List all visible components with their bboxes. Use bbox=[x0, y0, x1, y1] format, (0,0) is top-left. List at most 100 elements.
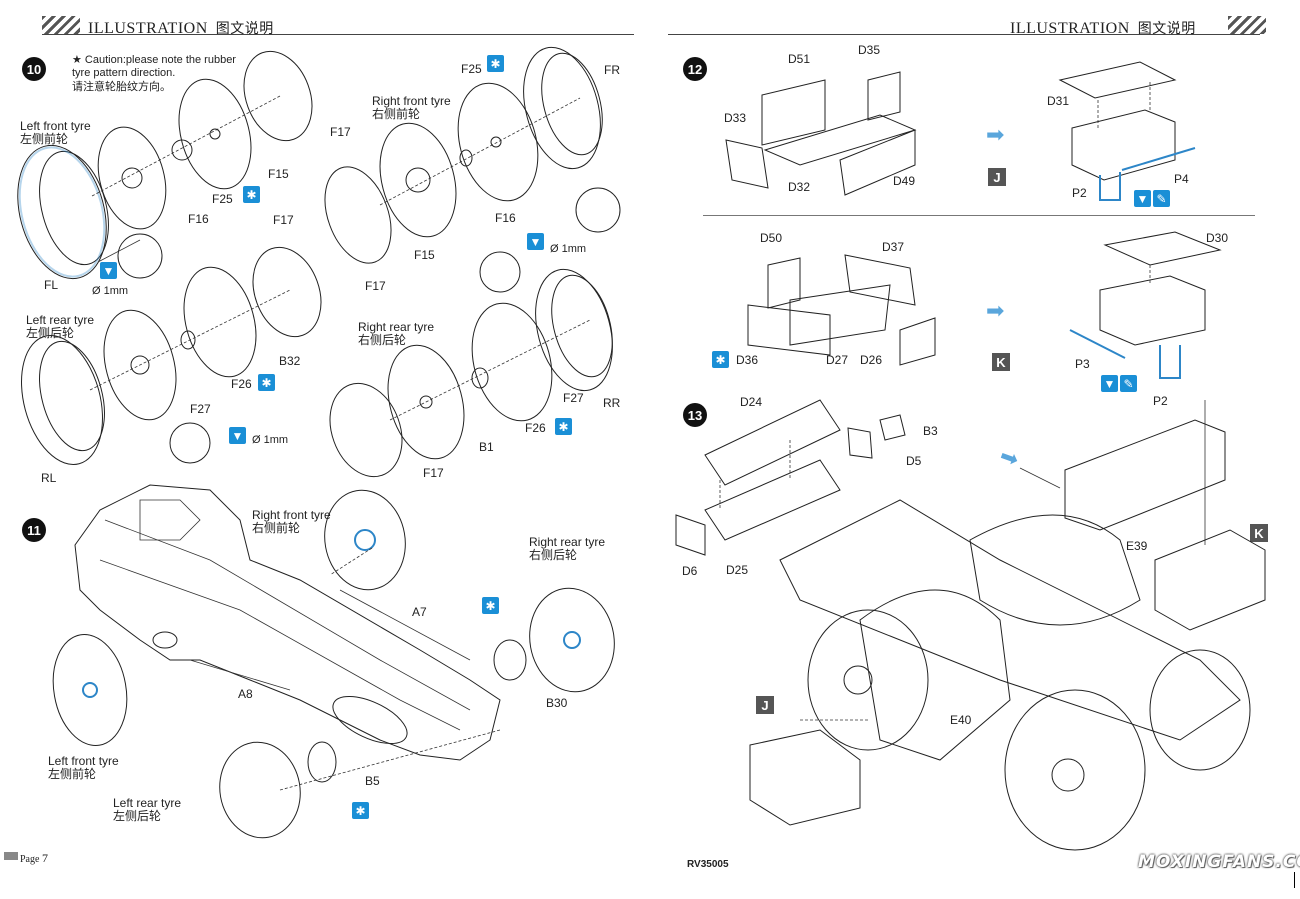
part-label: D24 bbox=[740, 395, 763, 409]
section-divider bbox=[703, 215, 1255, 216]
part-label: F15 bbox=[414, 248, 435, 262]
part-label: D6 bbox=[682, 564, 698, 578]
cement-icon: ✱ bbox=[712, 351, 729, 368]
part-label: D36 bbox=[736, 353, 759, 367]
part-label: D30 bbox=[1206, 231, 1229, 245]
part-label: B3 bbox=[923, 424, 938, 438]
part-label: D25 bbox=[726, 563, 749, 577]
step-10-badge: 10 bbox=[22, 57, 46, 81]
part-label: RL bbox=[41, 471, 57, 485]
cement-icon: ✱ bbox=[243, 186, 260, 203]
step-13-badge: 13 bbox=[683, 403, 707, 427]
part-label: F17 bbox=[330, 125, 351, 139]
drill-size-label: Ø 1mm bbox=[252, 434, 289, 446]
paint-icon: ✎ bbox=[1120, 375, 1137, 392]
part-label: B5 bbox=[365, 774, 380, 788]
part-label: F17 bbox=[423, 466, 444, 480]
part-label: B1 bbox=[479, 440, 494, 454]
part-label: D27 bbox=[826, 353, 849, 367]
right-front-tyre-drawing bbox=[324, 46, 621, 264]
sub-assembly-j-tag: J bbox=[988, 168, 1006, 186]
page-marker bbox=[4, 852, 18, 860]
part-label: F16 bbox=[495, 211, 516, 225]
step-11-badge: 11 bbox=[22, 518, 46, 542]
part-label: D33 bbox=[724, 111, 747, 125]
drill-icon: ▼ bbox=[100, 262, 117, 279]
part-label: A8 bbox=[238, 687, 253, 701]
drill-size-label: Ø 1mm bbox=[92, 285, 129, 297]
part-label: D51 bbox=[788, 52, 811, 66]
part-label: F26 bbox=[525, 421, 546, 435]
arrow-right-icon: ➡ bbox=[986, 298, 1005, 323]
drill-icon: ▼ bbox=[527, 233, 544, 250]
paint-icon: ✎ bbox=[1153, 190, 1170, 207]
part-label: F15 bbox=[268, 167, 289, 181]
cement-icon: ✱ bbox=[352, 802, 369, 819]
part-label: D37 bbox=[882, 240, 905, 254]
cement-icon: ✱ bbox=[482, 597, 499, 614]
part-label: E39 bbox=[1126, 539, 1148, 553]
header-stripes-left bbox=[42, 16, 80, 34]
part-label: D31 bbox=[1047, 94, 1070, 108]
part-label: A7 bbox=[412, 605, 427, 619]
header-rule-left bbox=[42, 34, 634, 35]
vehicle-drawing bbox=[675, 399, 1266, 851]
part-label: FL bbox=[44, 278, 59, 292]
watermark: MOXINGFANS.COM bbox=[1138, 852, 1300, 872]
part-label: B32 bbox=[279, 354, 301, 368]
part-label: P2 bbox=[1153, 394, 1168, 408]
part-label: D26 bbox=[860, 353, 883, 367]
box-j-drawing bbox=[725, 61, 1196, 201]
cement-icon: ✱ bbox=[487, 55, 504, 72]
part-label: D49 bbox=[893, 174, 916, 188]
cement-icon: ✱ bbox=[555, 418, 572, 435]
header-title-en: ILLUSTRATION bbox=[88, 20, 208, 37]
chassis-drawing bbox=[52, 484, 615, 839]
step-12-badge: 12 bbox=[683, 57, 707, 81]
part-label: F26 bbox=[231, 377, 252, 391]
part-label: P2 bbox=[1072, 186, 1087, 200]
header-title-cn: 图文说明 bbox=[1137, 21, 1196, 37]
left-rear-tyre-drawing bbox=[21, 246, 322, 466]
left-front-tyre-drawing bbox=[17, 50, 313, 280]
part-label: F25 bbox=[461, 62, 482, 76]
part-label: D32 bbox=[788, 180, 811, 194]
sub-assembly-k-tag: K bbox=[992, 353, 1010, 371]
drill-icon: ▼ bbox=[1134, 190, 1151, 207]
part-label: D5 bbox=[906, 454, 922, 468]
sub-assembly-k-tag: K bbox=[1250, 524, 1268, 542]
part-label: FR bbox=[604, 63, 620, 77]
part-label: P4 bbox=[1174, 172, 1189, 186]
cement-icon: ✱ bbox=[258, 374, 275, 391]
sub-assembly-j-tag: J bbox=[756, 696, 774, 714]
part-label: D50 bbox=[760, 231, 783, 245]
part-label: F17 bbox=[365, 279, 386, 293]
part-label: F27 bbox=[190, 402, 211, 416]
drill-icon: ▼ bbox=[1101, 375, 1118, 392]
part-label: F27 bbox=[563, 391, 584, 405]
edge-marker bbox=[1294, 872, 1295, 888]
arrow-right-icon: ➡ bbox=[986, 122, 1005, 147]
part-label: F25 bbox=[212, 192, 233, 206]
part-label: D35 bbox=[858, 43, 881, 57]
header-stripes-right bbox=[1228, 16, 1266, 34]
part-label: F16 bbox=[188, 212, 209, 226]
header-rule-right bbox=[668, 34, 1260, 35]
part-label: RR bbox=[603, 396, 621, 410]
caution-note: ★ Caution:please note the rubber tyre pa… bbox=[72, 54, 236, 93]
box-k-drawing bbox=[747, 231, 1222, 379]
right-rear-tyre-drawing bbox=[329, 251, 613, 478]
drill-size-label: Ø 1mm bbox=[550, 243, 587, 255]
part-label: E40 bbox=[950, 713, 972, 727]
